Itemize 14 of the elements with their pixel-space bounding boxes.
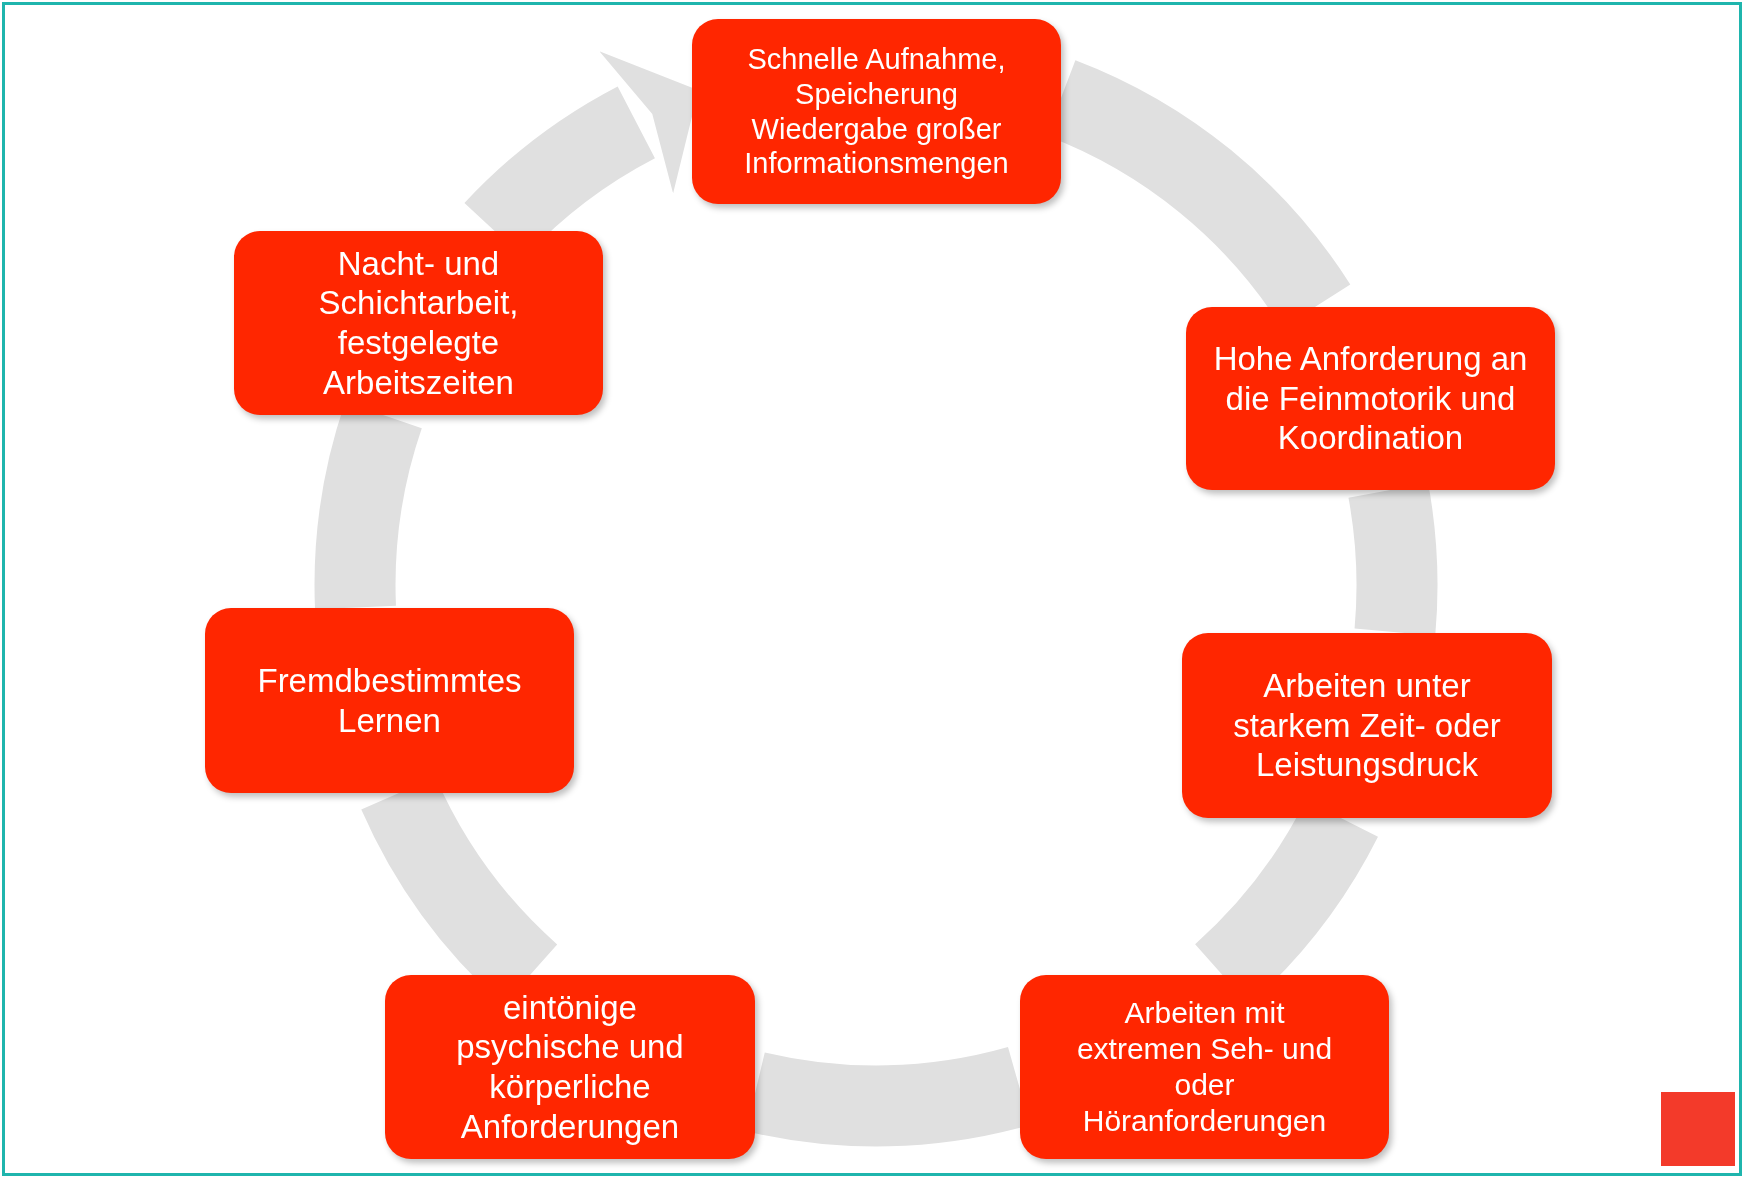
step-text: Arbeiten mit extremen Seh- und oder Höranforderungen bbox=[1075, 995, 1334, 1139]
step-box bbox=[205, 608, 574, 793]
step-text: Nacht- und Schichtarbeit, festgelegte Arbeitszeiten bbox=[317, 243, 520, 403]
step-text: Schnelle Aufnahme, Speicherung Wiedergabe großer Informationsmengen bbox=[743, 41, 1010, 182]
step-box bbox=[1020, 975, 1389, 1159]
step-box bbox=[385, 975, 755, 1159]
step-text: Fremdbestimmtes Lernen bbox=[256, 660, 523, 741]
step-box bbox=[234, 231, 603, 415]
step-text: eintönige psychische und körperliche Anforderungen bbox=[455, 987, 685, 1147]
step-text: Arbeiten unter starkem Zeit- oder Leistungsdruck bbox=[1232, 666, 1502, 785]
step-text: Hohe Anforderung an die Feinmotorik und Koordination bbox=[1212, 339, 1529, 458]
step-box bbox=[1182, 633, 1552, 818]
step-box bbox=[692, 19, 1061, 204]
step-box bbox=[1186, 307, 1555, 490]
